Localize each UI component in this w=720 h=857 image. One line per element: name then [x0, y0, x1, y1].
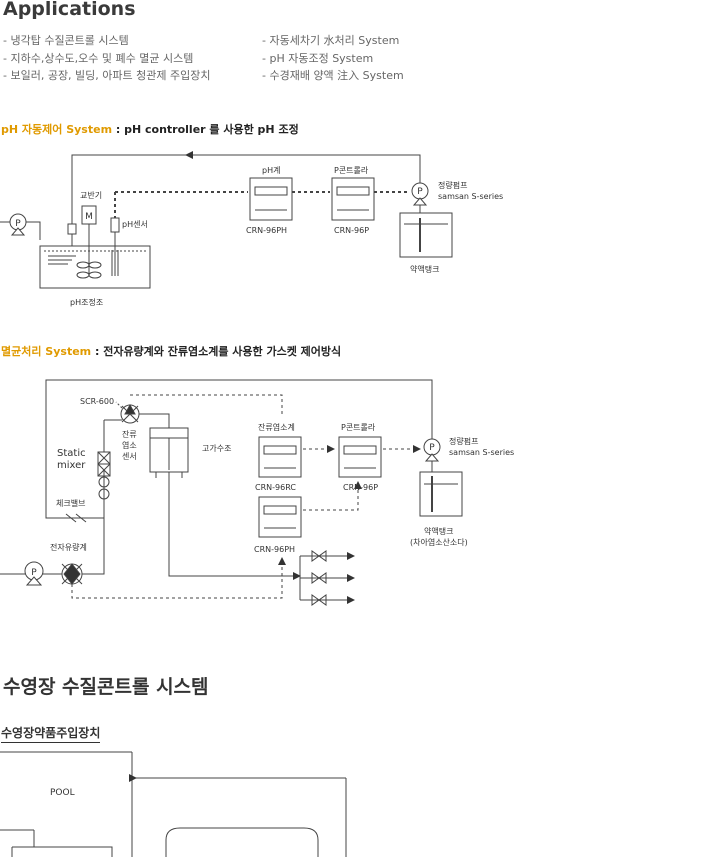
static-mixer-label-2: mixer — [57, 460, 86, 471]
chem-tank-note: (차아염소산소다) — [410, 537, 468, 547]
ph-system-labels: 교반기 pH센서 pH조정조 pH계 P콘트롤라 CRN-96PH CRN-96… — [70, 165, 503, 307]
mixer-label: 교반기 — [80, 191, 102, 200]
scr-label: SCR-600 — [80, 397, 114, 406]
ph-meter — [249, 177, 293, 221]
app-item: - 보일러, 공장, 빌딩, 아파트 청관제 주입장치 — [3, 69, 211, 82]
section1-title-accent: pH 자동제어 System — [1, 123, 113, 136]
sterilization-labels: SCR-600 잔류 염소 센서 Static mixer 체크밸브 전자유량계… — [31, 397, 514, 578]
dosing-pump-letter-2: P — [429, 443, 435, 453]
ph-meter-2 — [258, 496, 302, 538]
res-meter-label: 잔류염소계 — [258, 422, 295, 432]
controller-label-2: P콘트롤라 — [341, 423, 376, 432]
meter-model: CRN-96PH — [246, 226, 287, 235]
sterilization-diagram — [0, 379, 463, 606]
outlet-valves — [311, 550, 327, 606]
dosing-pump-label: 정량펌프 — [438, 180, 467, 190]
residual-chlorine-sensor — [120, 403, 140, 424]
section2-title-rest: : 전자유량계와 잔류염소계를 사용한 가스켓 제어방식 — [91, 345, 342, 358]
controller-model: CRN-96P — [334, 226, 369, 235]
flowmeter — [61, 563, 83, 585]
chemical-tank — [399, 212, 453, 258]
section1-title: pH 자동제어 System : pH controller 를 사용한 pH … — [1, 121, 299, 137]
res-chlorine-meter — [258, 436, 302, 478]
dosing-pump-model: samsan S-series — [438, 192, 503, 201]
check-valve — [65, 513, 87, 523]
res-sensor-label-1: 잔류 — [122, 429, 137, 439]
static-mixer-label-1: Static — [57, 448, 86, 459]
inlet-pump: P — [9, 213, 27, 236]
res-meter-model: CRN-96RC — [255, 483, 296, 492]
controller-label: P콘트롤라 — [334, 166, 369, 175]
section2-title-accent: 멸균처리 System — [1, 345, 92, 358]
dosing-pump-model-2: samsan S-series — [449, 448, 514, 457]
app-item: - 지하수,상수도,오수 및 폐수 멸균 시스템 — [3, 52, 194, 65]
section3-title: 수영장 수질콘트롤 시스템 — [3, 676, 209, 698]
app-item: - 냉각탑 수질콘트롤 시스템 — [3, 34, 129, 47]
head-tank-label: 고가수조 — [202, 444, 231, 453]
p-controller-2 — [338, 436, 382, 478]
chem-tank-label-2: 약액탱크 — [424, 526, 453, 536]
inlet-pump-letter-2: P — [31, 568, 37, 578]
controller-model-2: CRN-96P — [343, 483, 378, 492]
ph-tank — [39, 245, 151, 289]
app-item: - 수경재배 양액 注入 System — [262, 69, 404, 82]
ph-sensor — [110, 217, 120, 233]
app-item: - 자동세차기 水처리 System — [262, 34, 400, 47]
sensor-label: pH센서 — [122, 219, 148, 229]
static-mixer — [97, 451, 111, 500]
section2-title: 멸균처리 System : 전자유량계와 잔류염소계를 사용한 가스켓 제어방식 — [1, 343, 341, 359]
dosing-pump-letter: P — [417, 187, 423, 197]
chem-tank-label: 약액탱크 — [410, 264, 439, 274]
p-controller — [331, 177, 375, 221]
meter-label: pH계 — [262, 165, 280, 175]
tank-label: pH조정조 — [70, 297, 103, 307]
ph-model-2: CRN-96PH — [254, 545, 295, 554]
res-sensor-label-3: 센서 — [122, 451, 137, 461]
inlet-pump-letter: P — [15, 219, 21, 229]
app-item: - pH 자동조정 System — [262, 52, 374, 65]
check-valve-label: 체크밸브 — [56, 498, 85, 508]
ph-system-diagram: P M — [0, 151, 453, 289]
section1-title-rest: : pH controller 를 사용한 pH 조정 — [112, 123, 299, 136]
dosing-pump-label-2: 정량펌프 — [449, 436, 478, 446]
sterilization-inlet-pump — [24, 561, 44, 586]
mixer-letter: M — [85, 212, 93, 222]
pool-diagram — [0, 751, 347, 857]
pool-label: POOL — [50, 788, 75, 798]
pool-unit — [165, 827, 319, 857]
res-sensor-label-2: 염소 — [122, 441, 137, 450]
section3-subtitle: 수영장약품주입장치 — [1, 724, 101, 743]
applications-heading: Applications — [3, 0, 136, 20]
chemical-tank-2 — [419, 471, 463, 517]
flowmeter-label: 전자유량계 — [50, 542, 87, 552]
